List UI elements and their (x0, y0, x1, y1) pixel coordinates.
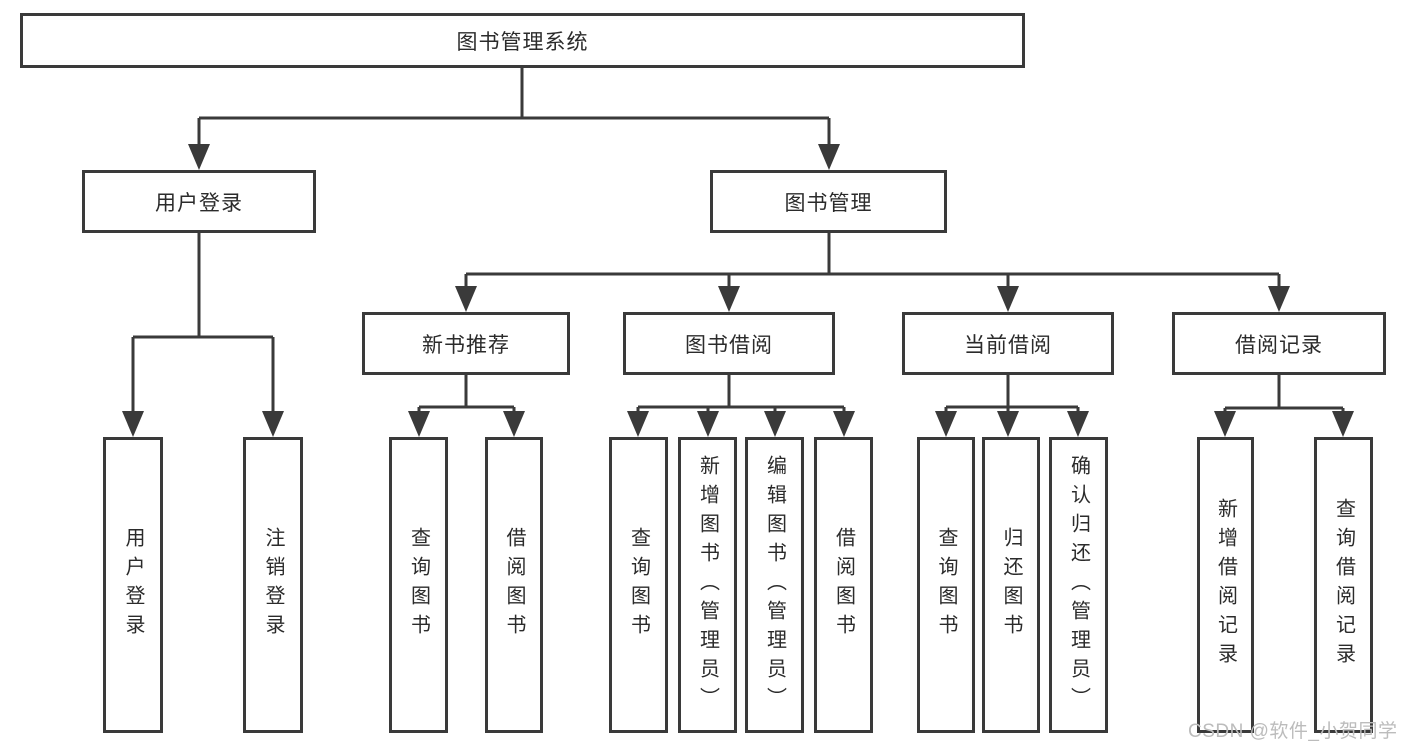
leaf-borrow-query-books-label: 查询图书 (627, 527, 650, 643)
leaf-borrow-edit-books: 编辑图书（管理员） (745, 437, 804, 733)
leaf-newrec-borrow-books: 借阅图书 (485, 437, 543, 733)
leaf-borrow-query-books: 查询图书 (609, 437, 668, 733)
node-borrow-records: 借阅记录 (1172, 312, 1386, 375)
leaf-newrec-query-books: 查询图书 (389, 437, 448, 733)
leaf-current-confirm-return-label: 确认归还（管理员） (1067, 454, 1090, 716)
leaf-records-query-record: 查询借阅记录 (1314, 437, 1373, 733)
leaf-user-login: 用户登录 (103, 437, 163, 733)
leaf-user-login-label: 用户登录 (122, 527, 144, 643)
leaf-current-confirm-return: 确认归还（管理员） (1049, 437, 1108, 733)
leaf-current-return-books: 归还图书 (982, 437, 1040, 733)
node-book-management: 图书管理 (710, 170, 947, 233)
leaf-records-add-record: 新增借阅记录 (1197, 437, 1254, 733)
leaf-logout-label: 注销登录 (262, 527, 284, 643)
leaf-borrow-add-books-label: 新增图书（管理员） (696, 454, 719, 716)
leaf-records-add-record-label: 新增借阅记录 (1214, 498, 1237, 672)
node-root: 图书管理系统 (20, 13, 1025, 68)
leaf-newrec-query-books-label: 查询图书 (407, 527, 430, 643)
node-current-borrow: 当前借阅 (902, 312, 1114, 375)
leaf-current-query-books: 查询图书 (917, 437, 975, 733)
leaf-logout: 注销登录 (243, 437, 303, 733)
watermark: CSDN @软件_小贺同学 (1188, 721, 1398, 742)
leaf-current-query-books-label: 查询图书 (935, 527, 957, 643)
node-book-borrow: 图书借阅 (623, 312, 835, 375)
leaf-borrow-add-books: 新增图书（管理员） (678, 437, 737, 733)
node-new-book-recommend: 新书推荐 (362, 312, 570, 375)
leaf-newrec-borrow-books-label: 借阅图书 (503, 527, 525, 643)
leaf-borrow-borrow-books: 借阅图书 (814, 437, 873, 733)
leaf-records-query-record-label: 查询借阅记录 (1332, 498, 1355, 672)
node-user-login: 用户登录 (82, 170, 316, 233)
leaf-borrow-borrow-books-label: 借阅图书 (832, 527, 855, 643)
leaf-current-return-books-label: 归还图书 (1000, 527, 1022, 643)
leaf-borrow-edit-books-label: 编辑图书（管理员） (763, 454, 786, 716)
